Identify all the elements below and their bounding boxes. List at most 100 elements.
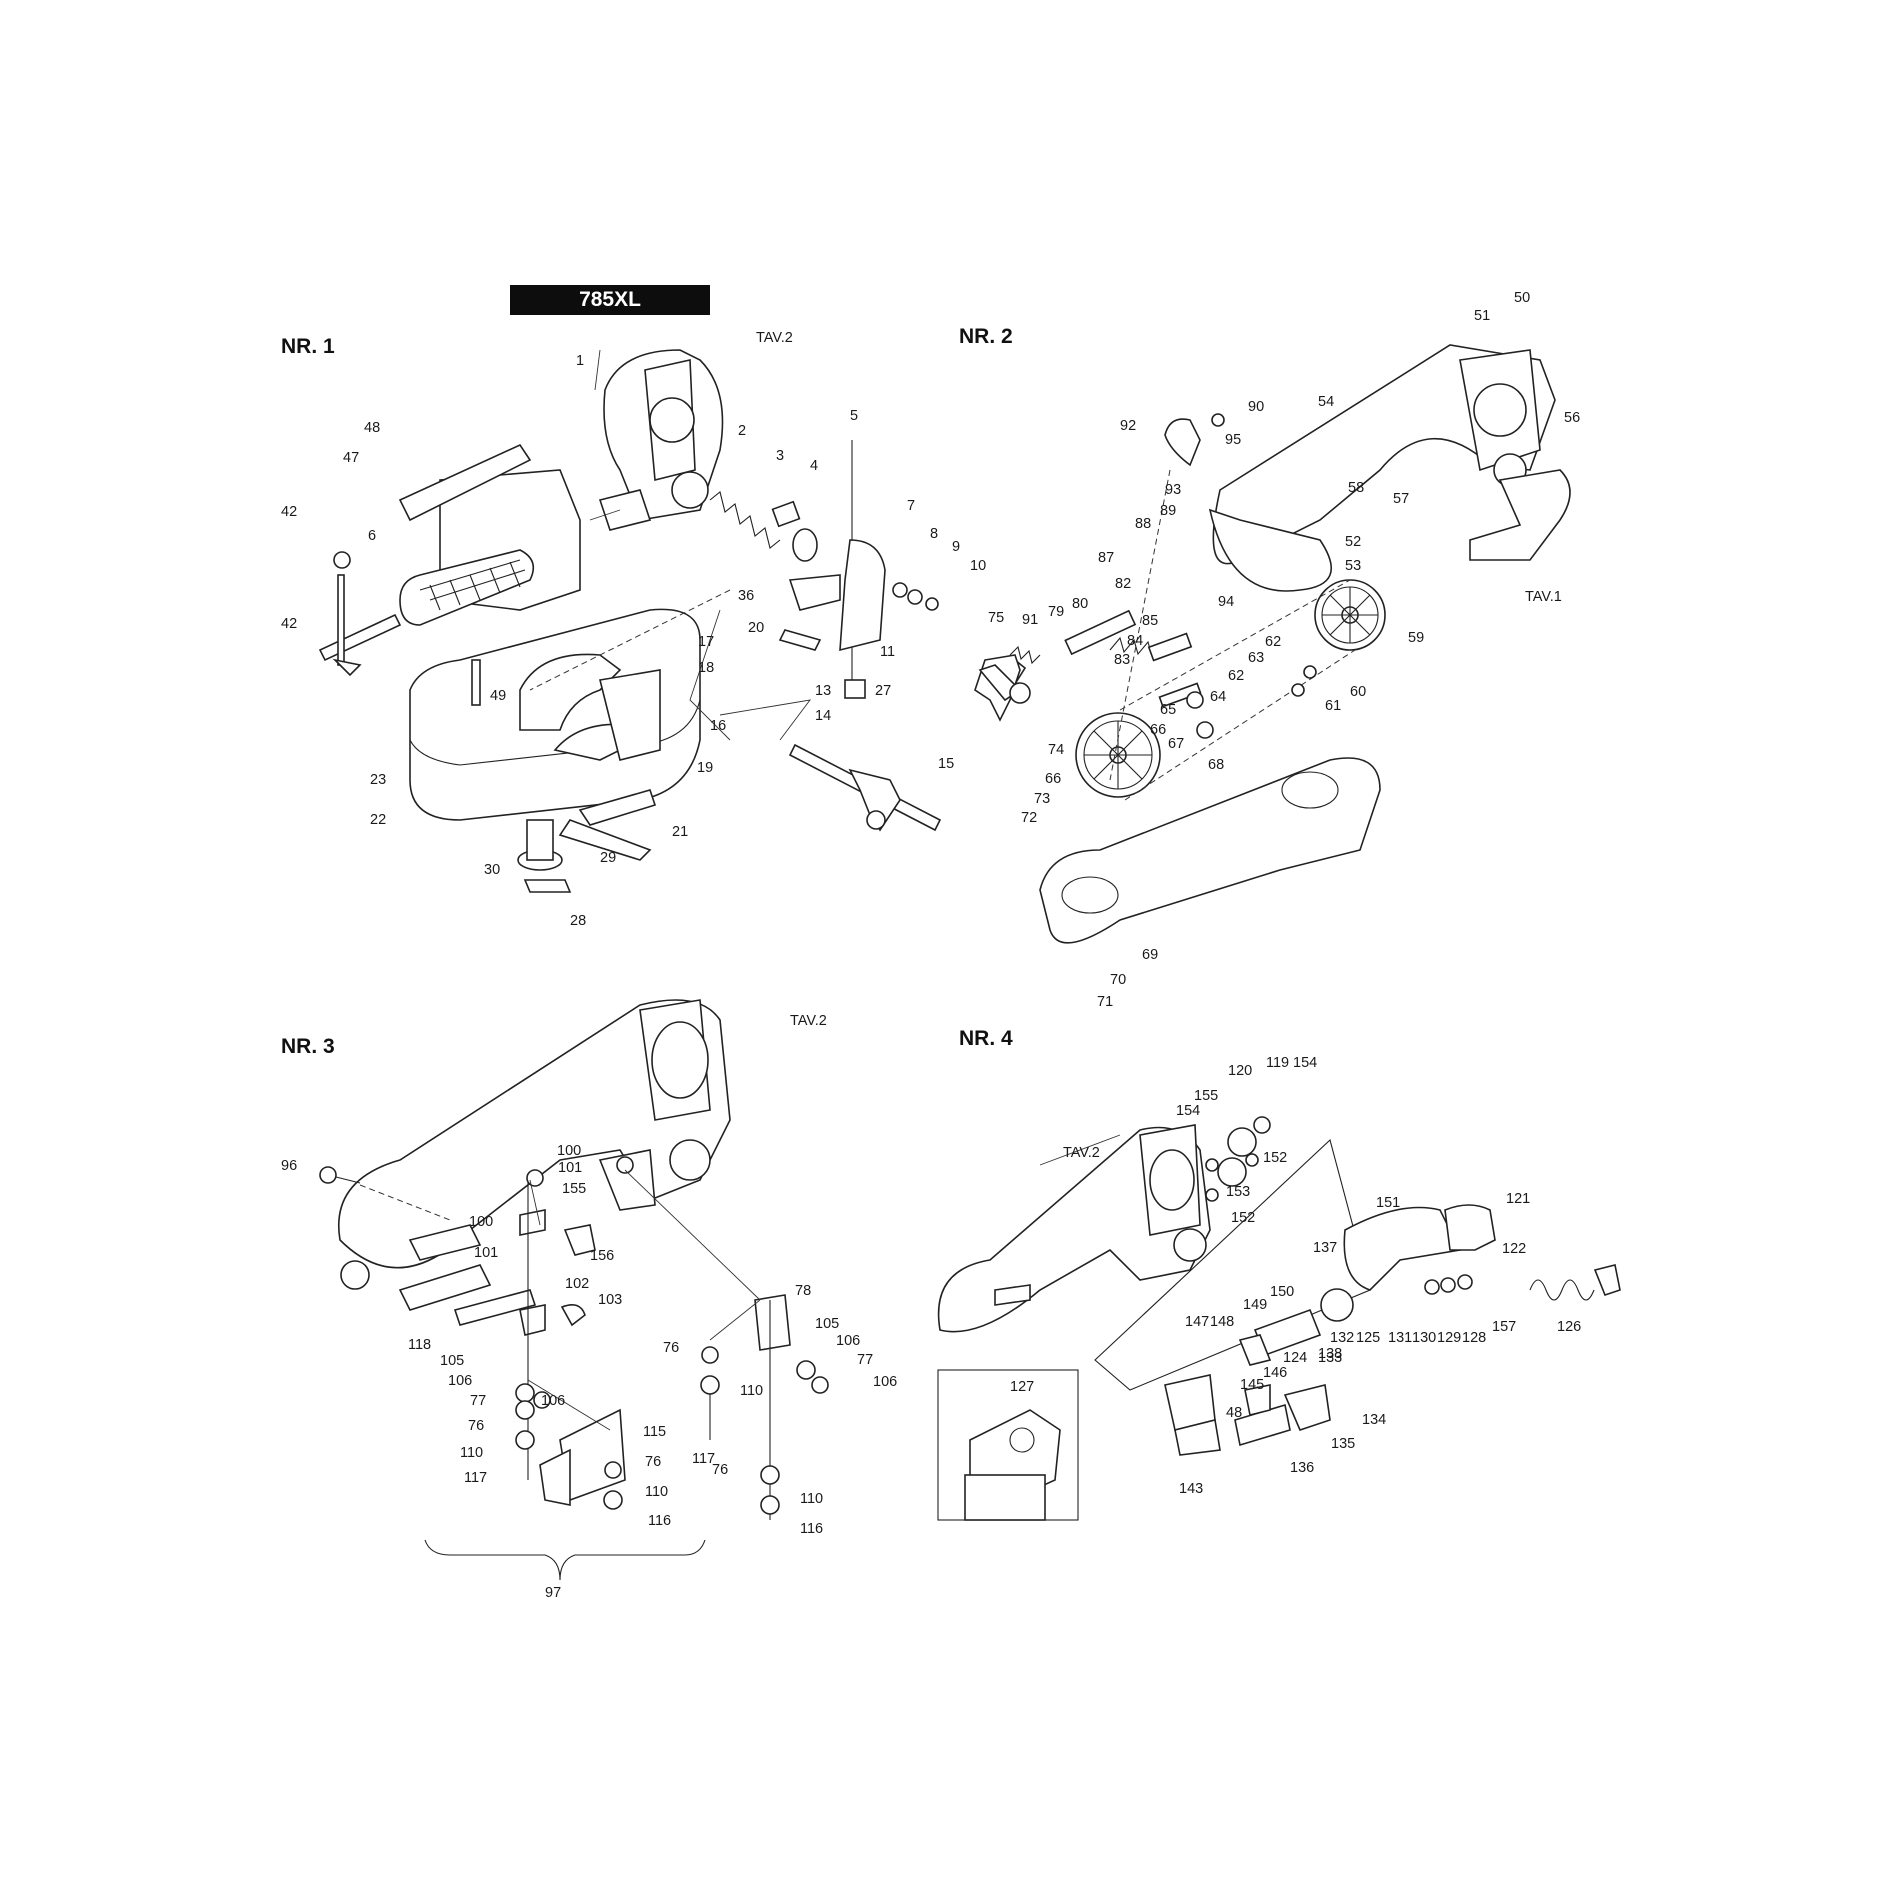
callout-70: 70 <box>1110 972 1126 988</box>
callout-95: 95 <box>1225 432 1241 448</box>
callout-137: 137 <box>1313 1240 1337 1256</box>
callout-66-top: 66 <box>1150 722 1166 738</box>
callout-29: 29 <box>600 850 616 866</box>
callout-143: 143 <box>1179 1481 1203 1497</box>
callout-100-left: 100 <box>469 1214 493 1230</box>
inset-motor-drawing <box>964 1409 1061 1521</box>
callout-127: 127 <box>1010 1379 1034 1395</box>
callout-97: 97 <box>545 1585 561 1601</box>
callout-128: 128 <box>1462 1330 1486 1346</box>
callout-117-mid: 117 <box>692 1451 715 1467</box>
spring-assembly-drawing <box>709 440 939 699</box>
callout-82: 82 <box>1115 576 1131 592</box>
callout-53: 53 <box>1345 558 1361 574</box>
callout-76-left: 76 <box>468 1418 484 1434</box>
callout-6: 6 <box>368 528 376 544</box>
callout-71: 71 <box>1097 994 1113 1010</box>
fasteners-3-drawing <box>319 1156 829 1515</box>
callout-60: 60 <box>1350 684 1366 700</box>
saw-frame-drawing <box>1208 344 1571 592</box>
callout-5: 5 <box>850 408 858 424</box>
callout-15: 15 <box>938 756 954 772</box>
callout-133: 133 <box>1318 1350 1342 1366</box>
callout-125: 125 <box>1356 1330 1380 1346</box>
callout-2: 2 <box>738 423 746 439</box>
callout-152-right: 152 <box>1263 1150 1287 1166</box>
callout-136: 136 <box>1290 1460 1314 1476</box>
callout-152-bottom: 152 <box>1231 1210 1255 1226</box>
callout-129: 129 <box>1437 1330 1461 1346</box>
panel-label-nr2: NR. 2 <box>959 325 1013 348</box>
handle-drawing <box>1164 413 1225 467</box>
callout-52: 52 <box>1345 534 1361 550</box>
callout-153: 153 <box>1226 1184 1250 1200</box>
callout-77-left: 77 <box>470 1393 486 1409</box>
callout-50: 50 <box>1514 290 1530 306</box>
callout-61: 61 <box>1325 698 1341 714</box>
callout-155: 155 <box>1194 1088 1218 1104</box>
callout-74: 74 <box>1048 742 1064 758</box>
callout-119: 119 <box>1266 1055 1289 1071</box>
callout-101-left: 101 <box>474 1245 498 1261</box>
callout-76-right: 76 <box>712 1462 728 1478</box>
callout-80: 80 <box>1072 596 1088 612</box>
callout-122: 122 <box>1502 1241 1526 1257</box>
callout-110-left: 110 <box>460 1445 483 1461</box>
callout-126: 126 <box>1557 1319 1581 1335</box>
callout-101-top: 101 <box>558 1160 582 1176</box>
callout-62-top: 62 <box>1265 634 1281 650</box>
callout-106-left: 106 <box>448 1373 472 1389</box>
callout-49: 49 <box>490 688 506 704</box>
callout-146: 146 <box>1263 1365 1287 1381</box>
saw-frame-4-drawing <box>937 1124 1211 1333</box>
callout-48: 48 <box>364 420 380 436</box>
saw-frame-3-drawing <box>338 999 731 1311</box>
callout-8: 8 <box>930 526 938 542</box>
callout-120: 120 <box>1228 1063 1252 1079</box>
callout-17: 17 <box>698 634 714 650</box>
callout-69: 69 <box>1142 947 1158 963</box>
callout-76-lower: 76 <box>645 1454 661 1470</box>
callout-106-right: 106 <box>873 1374 897 1390</box>
ref-tav1-panel2: TAV.1 <box>1525 589 1562 605</box>
callout-83: 83 <box>1114 652 1130 668</box>
callout-87: 87 <box>1098 550 1114 566</box>
callout-85: 85 <box>1142 613 1158 629</box>
model-title-bar: 785XL <box>510 285 710 315</box>
blade-wheels-drawing <box>1075 579 1386 801</box>
blade-guard-drawing <box>1039 757 1381 944</box>
callout-42-top: 42 <box>281 504 297 520</box>
callout-145: 145 <box>1240 1377 1264 1393</box>
callout-156: 156 <box>590 1248 614 1264</box>
callout-68: 68 <box>1208 757 1224 773</box>
panel-3-drawing: 96 100 101 155 100 101 156 118 102 103 7… <box>281 999 897 1601</box>
blade-guides-drawing <box>453 1180 791 1520</box>
callout-78: 78 <box>795 1283 811 1299</box>
callout-21: 21 <box>672 824 688 840</box>
callout-106-left-b: 106 <box>541 1393 565 1409</box>
callout-88: 88 <box>1135 516 1151 532</box>
callout-63: 63 <box>1248 650 1264 666</box>
callout-20: 20 <box>748 620 764 636</box>
callout-47: 47 <box>343 450 359 466</box>
callout-157: 157 <box>1492 1319 1516 1335</box>
callout-94: 94 <box>1218 594 1234 610</box>
callout-1: 1 <box>576 353 584 369</box>
callout-67: 67 <box>1168 736 1184 752</box>
callout-154-left: 154 <box>1176 1103 1200 1119</box>
callout-27: 27 <box>875 683 891 699</box>
callout-103: 103 <box>598 1292 622 1308</box>
callout-11: 11 <box>880 644 895 660</box>
callout-18: 18 <box>698 660 714 676</box>
panel-4-drawing: 120 119 154 155 154 152 153 152 121 151 … <box>937 1055 1621 1521</box>
ref-tav2-panel1: TAV.2 <box>756 330 793 346</box>
callout-42-bottom: 42 <box>281 616 297 632</box>
callout-134: 134 <box>1362 1412 1386 1428</box>
callout-9: 9 <box>952 539 960 555</box>
callout-56: 56 <box>1564 410 1580 426</box>
callout-72: 72 <box>1021 810 1037 826</box>
callout-121: 121 <box>1506 1191 1530 1207</box>
callout-66-bottom: 66 <box>1045 771 1061 787</box>
callout-54: 54 <box>1318 394 1334 410</box>
